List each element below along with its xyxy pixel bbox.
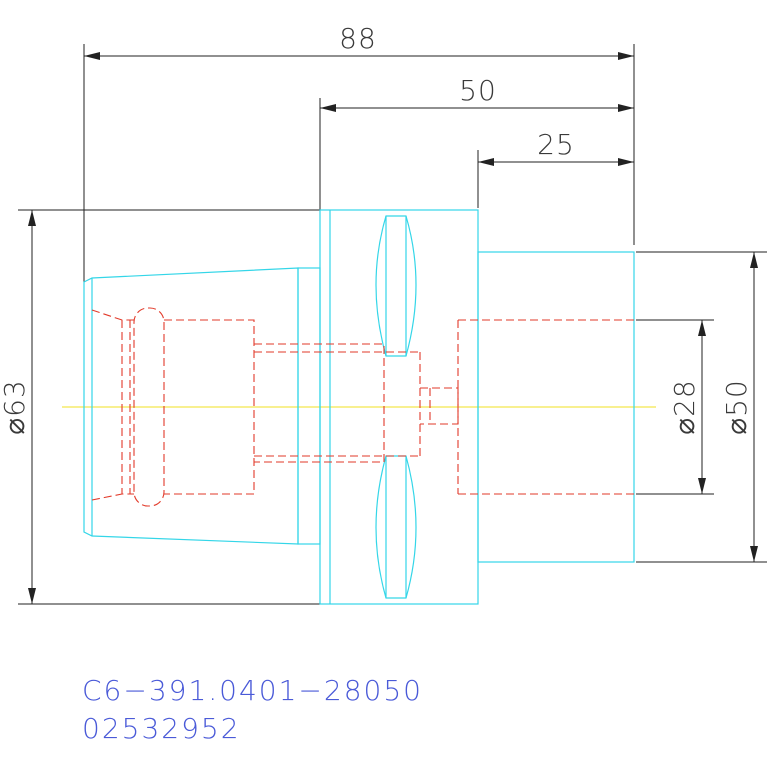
dimension-88-text: 88: [339, 22, 377, 55]
drive-key-top: [375, 215, 417, 357]
dimension-50-text: 50: [459, 74, 497, 107]
dimension-diameter-50: ⌀50: [636, 251, 767, 563]
dimension-diameter-63-text: ⌀63: [0, 379, 31, 435]
item-code-label: 02532952: [82, 712, 241, 745]
dimension-50: 50: [319, 74, 634, 210]
collet-nose-outline: [83, 267, 299, 545]
shank-outline: [477, 251, 635, 563]
part-outline: [83, 209, 635, 605]
dimension-25: 25: [477, 128, 634, 208]
nose-step-outline: [297, 267, 321, 545]
dimension-88: 88: [83, 22, 635, 282]
dimension-diameter-28-text: ⌀28: [668, 379, 701, 435]
dimension-diameter-28: ⌀28: [636, 319, 714, 495]
part-number-label: C6−391.0401−28050: [82, 674, 423, 707]
dimension-25-text: 25: [537, 128, 575, 161]
dimension-diameter-50-text: ⌀50: [720, 379, 753, 435]
hidden-features: [91, 307, 634, 507]
dimension-diameter-63: ⌀63: [0, 209, 320, 605]
drive-key-bottom: [375, 455, 417, 599]
